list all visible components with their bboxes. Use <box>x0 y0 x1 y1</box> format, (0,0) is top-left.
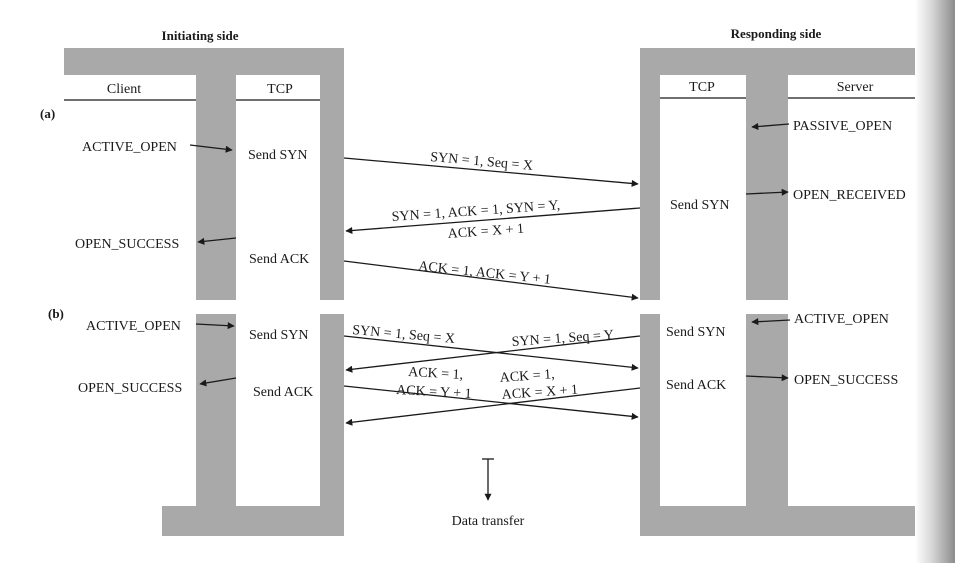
b-left-send-ack: Send ACK <box>253 385 313 400</box>
a-left-send-ack: Send ACK <box>249 252 309 267</box>
part-a: ACTIVE_OPEN Send SYN PASSIVE_OPEN SYN = … <box>75 119 906 301</box>
b-right-ack-label-line2: ACK = X + 1 <box>501 383 578 403</box>
b-client-active-open: ACTIVE_OPEN <box>86 319 181 334</box>
a-right-send-syn: Send SYN <box>670 198 730 213</box>
part-b: ACTIVE_OPEN Send SYN Send SYN ACTIVE_OPE… <box>78 312 898 426</box>
b-server-active-open: ACTIVE_OPEN <box>794 312 889 327</box>
a-syn-message-arrow <box>343 157 639 187</box>
b-left-send-syn: Send SYN <box>249 328 309 343</box>
b-left-syn-label: SYN = 1, Seq = X <box>352 323 456 347</box>
a-client-active-open: ACTIVE_OPEN <box>82 140 177 155</box>
a-active-open-arrow <box>189 144 233 153</box>
b-left-ack-arrow <box>343 385 639 420</box>
data-transfer: Data transfer <box>452 458 525 529</box>
page-edge-shadow <box>915 0 955 563</box>
b-server-active-open-arrow <box>751 318 791 326</box>
b-right-ack-arrow <box>345 387 641 426</box>
a-server-passive-open: PASSIVE_OPEN <box>793 119 892 134</box>
tcp-left-column-label: TCP <box>267 82 293 97</box>
b-left-ack-label-line1: ACK = 1, <box>408 365 464 383</box>
a-server-open-received: OPEN_RECEIVED <box>793 188 906 203</box>
a-open-received-arrow <box>745 188 789 196</box>
server-column-label: Server <box>837 80 874 95</box>
initiating-side-header: Initiating side <box>162 28 239 43</box>
a-ack-message-label: ACK = 1, ACK = Y + 1 <box>418 259 552 288</box>
b-open-success-arrow <box>199 377 237 387</box>
b-right-send-syn: Send SYN <box>666 325 726 340</box>
a-ack-message-arrow <box>343 260 639 301</box>
tcp-right-column-label: TCP <box>689 80 715 95</box>
initiating-side-block <box>64 48 344 536</box>
a-syn-ack-label-line2: ACK = X + 1 <box>447 222 524 242</box>
a-left-send-syn: Send SYN <box>248 148 308 163</box>
b-right-syn-arrow <box>345 335 641 373</box>
b-right-syn-label: SYN = 1, Seq = Y <box>511 328 614 350</box>
data-transfer-label: Data transfer <box>452 514 525 529</box>
b-left-ack-label-line2: ACK = Y + 1 <box>396 383 472 402</box>
a-client-open-success: OPEN_SUCCESS <box>75 237 179 252</box>
b-server-open-success-arrow <box>745 374 789 382</box>
a-syn-ack-message-arrow <box>345 207 641 234</box>
b-server-open-success: OPEN_SUCCESS <box>794 373 898 388</box>
b-right-send-ack: Send ACK <box>666 378 726 393</box>
part-b-label: (b) <box>48 306 64 321</box>
a-open-success-arrow <box>197 237 237 245</box>
b-left-syn-arrow <box>343 335 639 371</box>
part-a-label: (a) <box>40 106 55 121</box>
a-passive-open-arrow <box>751 123 790 130</box>
responding-side-header: Responding side <box>731 26 822 41</box>
responding-side-block <box>640 48 916 536</box>
b-right-ack-label-line1: ACK = 1, <box>499 367 555 386</box>
b-client-open-success: OPEN_SUCCESS <box>78 381 182 396</box>
b-active-open-arrow <box>195 322 235 330</box>
client-column-label: Client <box>107 82 141 97</box>
